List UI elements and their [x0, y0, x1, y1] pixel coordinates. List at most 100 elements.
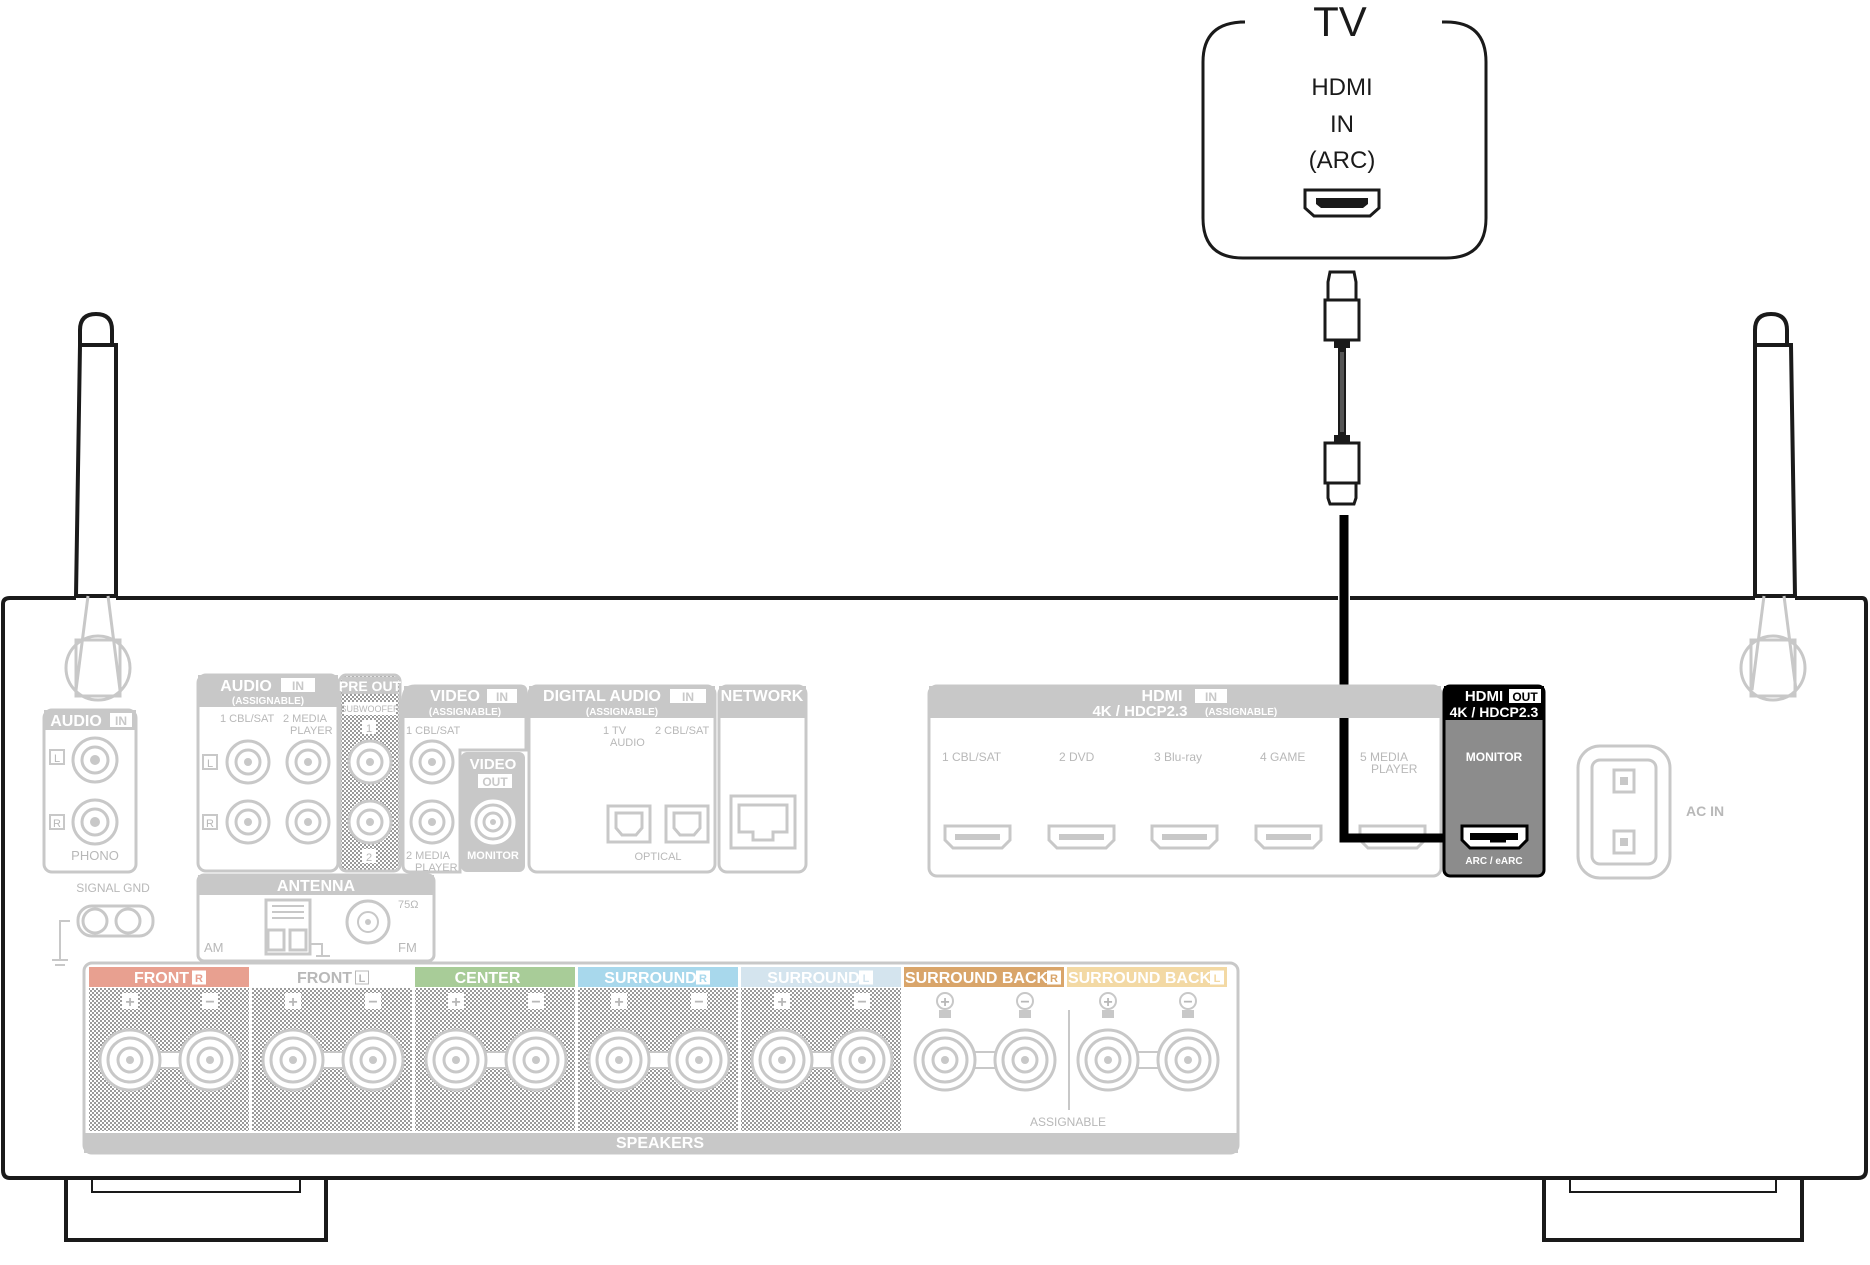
digital-audio-in1: 1 TV [603, 725, 627, 737]
signal-gnd-terminal[interactable]: SIGNAL GND [52, 881, 155, 966]
rca-jack-icon[interactable] [71, 798, 119, 846]
hdmi-cable-segment [1339, 820, 1490, 843]
video-in-header: VIDEO [430, 688, 480, 705]
rca-jack-icon[interactable] [409, 739, 455, 785]
rca-jack-icon[interactable] [347, 739, 393, 785]
pre-out-n1: 1 [366, 723, 372, 735]
rca-jack-icon[interactable] [71, 736, 119, 784]
hdmi-in-input-3: 3 Blu-ray [1154, 750, 1202, 764]
speaker-group-tag: L [359, 973, 366, 985]
hdmi-in-input-2: 2 DVD [1059, 750, 1095, 764]
audio-in-assign-l: L [207, 758, 213, 770]
digital-audio-panel: DIGITAL AUDIO IN (ASSIGNABLE) 1 TV AUDIO… [527, 684, 717, 874]
ac-in-inlet[interactable] [1576, 744, 1672, 880]
speaker-terminal-icon[interactable] [830, 1028, 894, 1092]
speaker-terminal-icon[interactable] [913, 1028, 977, 1092]
speaker-terminal-icon[interactable] [667, 1028, 731, 1092]
antenna-ohm: 75Ω [398, 899, 418, 911]
audio-in-assign-header: AUDIO [220, 678, 272, 695]
antenna-left-icon [64, 311, 132, 702]
hdmi-port-icon[interactable] [1047, 824, 1116, 850]
speaker-terminal-icon[interactable] [750, 1028, 814, 1092]
tv-unit: TV HDMI IN (ARC) [1201, 0, 1488, 260]
fm-connector-icon[interactable] [345, 899, 391, 945]
speakers-footer: SPEAKERS [616, 1135, 704, 1152]
network-header: NETWORK [721, 688, 804, 705]
speaker-group: CENTER + − [415, 967, 575, 1131]
rca-jack-icon[interactable] [470, 799, 516, 845]
audio-in-assignable-panel: AUDIO IN (ASSIGNABLE) 1 CBL/SAT 2 MEDIA … [196, 673, 340, 873]
optical-port-icon[interactable] [664, 804, 710, 844]
digital-audio-label: OPTICAL [634, 851, 681, 863]
polarity-mark: − [857, 994, 866, 1011]
polarity-mark: − [205, 994, 214, 1011]
hdmi-in-panel: HDMI IN 4K / HDCP2.3 (ASSIGNABLE) 1 CBL/… [927, 684, 1443, 878]
hdmi-port-icon[interactable] [943, 824, 1012, 850]
audio-in-assign-in2: 2 MEDIA [283, 713, 328, 725]
polarity-mark: − [694, 994, 703, 1011]
speaker-group-label: SURROUND BACK [905, 970, 1049, 987]
speaker-terminal-icon[interactable] [178, 1028, 242, 1092]
video-in-tag: IN [496, 690, 508, 704]
polarity-mark: + [288, 994, 297, 1011]
rca-jack-icon[interactable] [285, 739, 331, 785]
speaker-terminal-icon[interactable] [1156, 1028, 1220, 1092]
pre-out-n2: 2 [366, 852, 372, 864]
speaker-terminal-icon[interactable] [587, 1028, 651, 1092]
rca-jack-icon[interactable] [225, 739, 271, 785]
ethernet-port-icon[interactable] [729, 794, 797, 850]
tv-title: TV [1313, 0, 1367, 45]
antenna-am: AM [204, 940, 224, 955]
rca-jack-icon[interactable] [285, 799, 331, 845]
audio-in-phono-panel: AUDIO IN L R PHONO [42, 708, 138, 874]
speaker-group-tag: L [863, 973, 870, 985]
speaker-terminal-icon[interactable] [993, 1028, 1057, 1092]
video-in-in2: 2 MEDIA [406, 850, 451, 862]
speakers-assignable: ASSIGNABLE [1030, 1115, 1106, 1129]
hdmi-out-label: MONITOR [1466, 750, 1523, 764]
hdmi-out-panel: HDMI OUT 4K / HDCP2.3 MONITOR ARC / eARC [1442, 684, 1546, 878]
polarity-mark: − [531, 994, 540, 1011]
polarity-mark: − [1183, 994, 1192, 1011]
rca-jack-icon[interactable] [225, 799, 271, 845]
audio-in-phono-label: PHONO [71, 848, 119, 863]
hdmi-in-sub-small: (ASSIGNABLE) [1205, 707, 1277, 718]
antenna-fm: FM [398, 940, 417, 955]
hdmi-port-icon[interactable] [1150, 824, 1219, 850]
speaker-terminal-icon[interactable] [1076, 1028, 1140, 1092]
speaker-group-label: SURROUND [767, 970, 859, 987]
audio-in-phono-header: AUDIO [50, 713, 102, 730]
audio-in-assign-sub: (ASSIGNABLE) [232, 696, 304, 707]
speaker-group-label: SURROUND [604, 970, 696, 987]
speaker-group-label: CENTER [455, 970, 521, 987]
ac-in-label: AC IN [1686, 803, 1724, 819]
speaker-terminal-icon[interactable] [341, 1028, 405, 1092]
am-terminal-icon[interactable] [264, 898, 330, 957]
audio-in-phono-l: L [54, 753, 60, 765]
speaker-terminal-icon[interactable] [504, 1028, 568, 1092]
speaker-terminal-icon[interactable] [98, 1028, 162, 1092]
polarity-mark: − [368, 994, 377, 1011]
polarity-mark: + [451, 994, 460, 1011]
hdmi-out-header: HDMI [1465, 688, 1503, 705]
rca-jack-icon[interactable] [347, 799, 393, 845]
speaker-terminal-icon[interactable] [424, 1028, 488, 1092]
optical-port-icon[interactable] [606, 804, 652, 844]
polarity-mark: + [125, 994, 134, 1011]
hdmi-port-icon[interactable] [1254, 824, 1323, 850]
audio-in-assign-in2b: PLAYER [290, 725, 333, 737]
tv-hdmi-port-icon [1303, 188, 1381, 218]
video-in-in1: 1 CBL/SAT [406, 725, 460, 737]
speaker-terminal-icon[interactable] [261, 1028, 325, 1092]
rca-jack-icon[interactable] [409, 799, 455, 845]
hdmi-plug-bottom-icon [1323, 435, 1361, 506]
hdmi-in-input-4: 4 GAME [1260, 750, 1305, 764]
polarity-mark: + [777, 994, 786, 1011]
polarity-mark: + [614, 994, 623, 1011]
